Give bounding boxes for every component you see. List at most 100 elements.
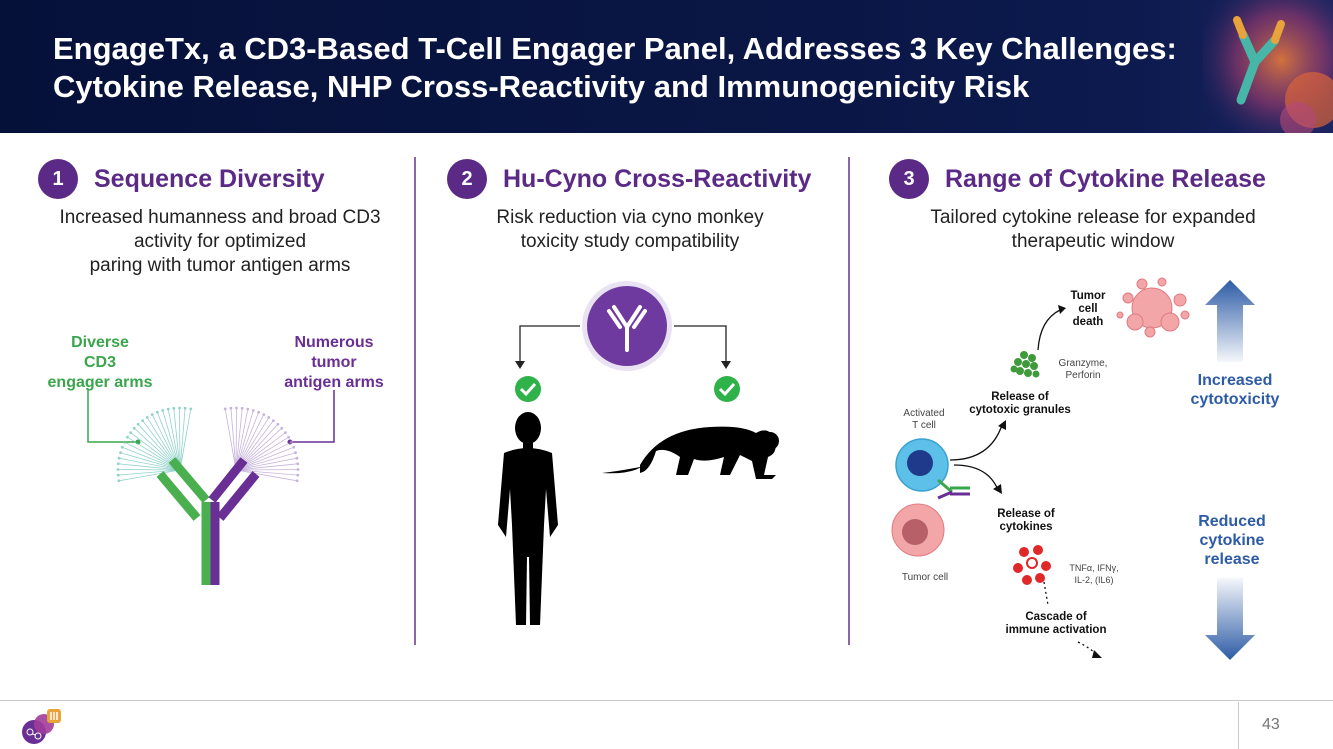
label-release-cytokines: Release of cytokines xyxy=(988,508,1064,534)
fan-dot xyxy=(292,445,296,449)
section-heading-sequence-diversity: Sequence Diversity xyxy=(94,165,325,193)
slide-title-line-1: EngageTx, a CD3-Based T-Cell Engager Pan… xyxy=(53,31,1177,66)
subtitle-line: Tailored cytokine release for expanded xyxy=(930,207,1256,228)
column-divider-2 xyxy=(848,157,850,645)
engager-bridge-icon xyxy=(937,478,970,500)
label-line: Tumor xyxy=(1070,290,1106,302)
fan-dot xyxy=(145,416,149,419)
label-line: cell xyxy=(1078,303,1098,315)
fan-line xyxy=(235,452,296,471)
antibody-fan-diagram xyxy=(87,390,335,585)
fan-line xyxy=(118,469,181,482)
fan-dot xyxy=(155,410,159,414)
activated-t-cell-icon xyxy=(895,438,949,492)
label-line: TNFα, IFNγ, xyxy=(1069,563,1119,573)
fan-line xyxy=(179,408,192,471)
fan-dot xyxy=(117,479,121,483)
subtitle-line: Increased humanness and broad CD3 xyxy=(59,207,381,228)
antibody-decoration-image xyxy=(1203,0,1333,133)
fan-dot xyxy=(240,406,244,410)
label-line: cytotoxic granules xyxy=(969,404,1071,416)
label-line: Diverse xyxy=(71,334,129,351)
label-line: release xyxy=(1204,551,1260,568)
slide-title: EngageTx, a CD3-Based T-Cell Engager Pan… xyxy=(53,30,1213,106)
column-divider-1 xyxy=(414,157,416,645)
antibody-circle-icon xyxy=(582,281,672,371)
fan-line xyxy=(235,457,297,471)
fan-line xyxy=(235,469,298,482)
fan-line xyxy=(173,408,181,471)
footer-page-divider xyxy=(1238,702,1239,749)
subtitle-line: Risk reduction via cyno monkey xyxy=(496,207,764,228)
fan-dot xyxy=(276,422,280,426)
human-silhouette-icon xyxy=(498,412,558,625)
fan-line xyxy=(119,457,181,471)
label-line: Release of xyxy=(991,391,1049,403)
fan-dot xyxy=(166,407,170,411)
label-line: cytotoxicity xyxy=(1190,391,1280,408)
slide-title-line-2: Cytokine Release, NHP Cross-Reactivity a… xyxy=(53,69,1030,104)
fan-dot xyxy=(172,406,176,410)
cytokine-release-diagram xyxy=(891,277,1255,660)
label-reduced-cytokine-release: Reduced cytokine release xyxy=(1180,512,1284,569)
antibody-icon xyxy=(156,457,260,585)
fan-dot xyxy=(267,416,271,419)
cytokine-dots-icon xyxy=(1013,545,1051,585)
section-heading-cytokine-release: Range of Cytokine Release xyxy=(945,165,1266,193)
fan-dot xyxy=(183,406,187,410)
monkey-silhouette-icon xyxy=(602,426,779,479)
label-line: Release of xyxy=(997,508,1055,520)
fan-line xyxy=(235,469,298,476)
fan-dot xyxy=(141,419,144,422)
label-line: IL-2, (IL6) xyxy=(1074,575,1114,585)
fan-dot xyxy=(296,473,300,477)
fan-dot xyxy=(246,407,250,411)
section-number-3: 3 xyxy=(889,159,929,199)
decrease-arrow-icon xyxy=(1205,578,1255,660)
fan-dot xyxy=(295,456,299,460)
fan-dot xyxy=(235,406,238,410)
fan-line xyxy=(117,469,181,471)
fan-dot xyxy=(262,413,266,416)
label-tumor-antigen-arms: Numerous tumor antigen arms xyxy=(274,333,394,393)
fan-line xyxy=(230,408,237,471)
fan-dot xyxy=(132,426,136,430)
fan-dot xyxy=(129,431,132,434)
fan-line xyxy=(122,446,181,471)
cross-reactivity-diagram xyxy=(498,281,779,625)
subtitle-line: paring with tumor antigen arms xyxy=(89,255,351,276)
section-subtitle-2: Risk reduction via cyno monkey toxicity … xyxy=(440,206,820,254)
section-subtitle-3: Tailored cytokine release for expanded t… xyxy=(893,206,1293,254)
fan-dot xyxy=(117,456,121,460)
fan-dot xyxy=(287,435,290,439)
fan-dot xyxy=(178,406,181,410)
label-cytokine-list: TNFα, IFNγ, IL-2, (IL6) xyxy=(1056,562,1132,586)
fan-line xyxy=(224,408,237,471)
fan-line xyxy=(235,463,298,471)
callout-line-purple xyxy=(290,390,335,443)
fan-line xyxy=(235,408,243,471)
fan-line xyxy=(235,469,299,471)
subtitle-line: toxicity study compatibility xyxy=(520,231,740,252)
fan-line xyxy=(118,469,181,476)
fan-dot xyxy=(296,468,300,471)
fan-dot xyxy=(189,407,193,411)
label-line: death xyxy=(1072,316,1104,328)
fan-dot xyxy=(290,440,293,444)
fan-dot xyxy=(257,410,261,414)
fan-dot xyxy=(150,413,154,416)
subtitle-line: therapeutic window xyxy=(1011,231,1175,252)
label-activated-t-cell: Activated T cell xyxy=(892,408,956,432)
fan-dot xyxy=(272,419,275,422)
fan-dot xyxy=(116,473,120,477)
company-logo-icon xyxy=(22,709,61,744)
label-line: CD3 xyxy=(83,354,116,371)
tumor-cell-icon xyxy=(891,503,945,557)
check-icon-monkey xyxy=(714,376,740,402)
page-number: 43 xyxy=(1262,716,1280,733)
fan-dot xyxy=(120,445,124,449)
fan-dot xyxy=(229,406,233,410)
label-line: cytokines xyxy=(999,521,1053,533)
label-line: engager arms xyxy=(47,374,153,391)
section-number-2: 2 xyxy=(447,159,487,199)
